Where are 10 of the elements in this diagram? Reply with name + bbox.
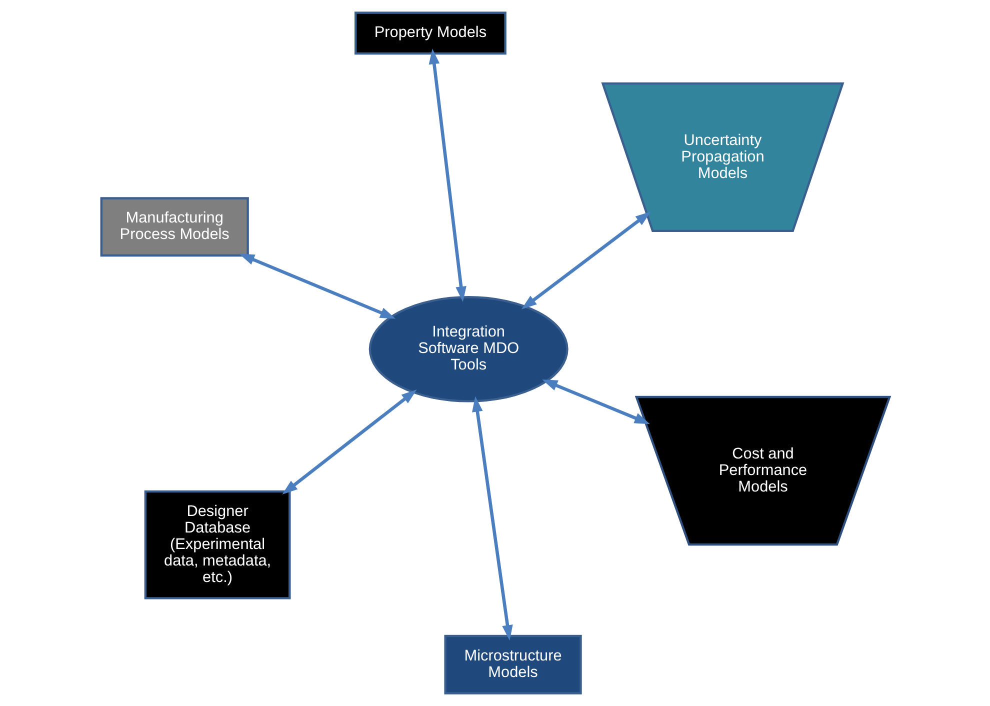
node-box: Manufacturing Process Models	[100, 197, 248, 257]
arrow	[238, 254, 396, 319]
arrow	[428, 48, 466, 302]
node-box: Property Models	[354, 12, 506, 55]
arrow	[472, 396, 512, 641]
arrow	[282, 390, 416, 494]
arrow	[520, 211, 650, 310]
node-box: Microstructure Models	[444, 634, 582, 694]
arrow	[542, 380, 650, 424]
node-box: Designer Database (Experimental data, metadata, etc.)	[144, 490, 290, 600]
